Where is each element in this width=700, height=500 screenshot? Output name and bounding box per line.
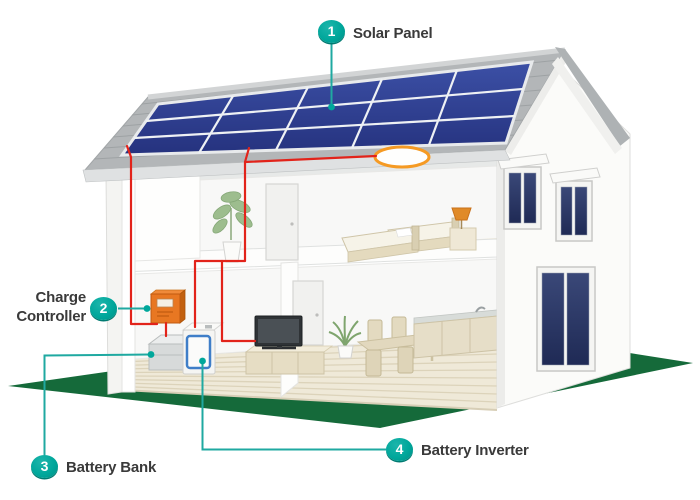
callout-4-badge: 4 xyxy=(386,438,413,461)
window-awning xyxy=(549,167,601,184)
red-wiring xyxy=(125,144,378,343)
solar-panel-array xyxy=(119,60,535,157)
beds xyxy=(341,217,460,263)
charge-controller-device xyxy=(149,289,187,324)
callout-3-label: Battery Bank xyxy=(66,459,157,476)
tv xyxy=(254,315,303,350)
callout-1-badge: 1 xyxy=(318,20,345,43)
upstairs-door xyxy=(265,183,299,261)
window-awning xyxy=(497,153,550,170)
callout-2-badge: 2 xyxy=(90,297,117,320)
callout-1-label: Solar Panel xyxy=(353,25,433,42)
callout-2-label: Charge Controller xyxy=(16,289,86,325)
ceiling-light xyxy=(373,145,431,169)
downstairs-plant xyxy=(328,315,362,359)
callout-4-label: Battery Inverter xyxy=(421,442,529,459)
callout-pointer-dots xyxy=(143,103,335,365)
tv-cabinet xyxy=(244,345,334,375)
upper-window-left xyxy=(497,153,550,230)
callout-pointer-lines xyxy=(43,43,386,455)
upper-window-right xyxy=(549,167,601,242)
callout-3-badge: 3 xyxy=(31,455,58,478)
nightstand-lamp xyxy=(449,207,477,251)
ridge-cap xyxy=(147,47,566,100)
sliding-glass-door xyxy=(536,266,596,372)
kitchen-counter xyxy=(413,306,498,359)
